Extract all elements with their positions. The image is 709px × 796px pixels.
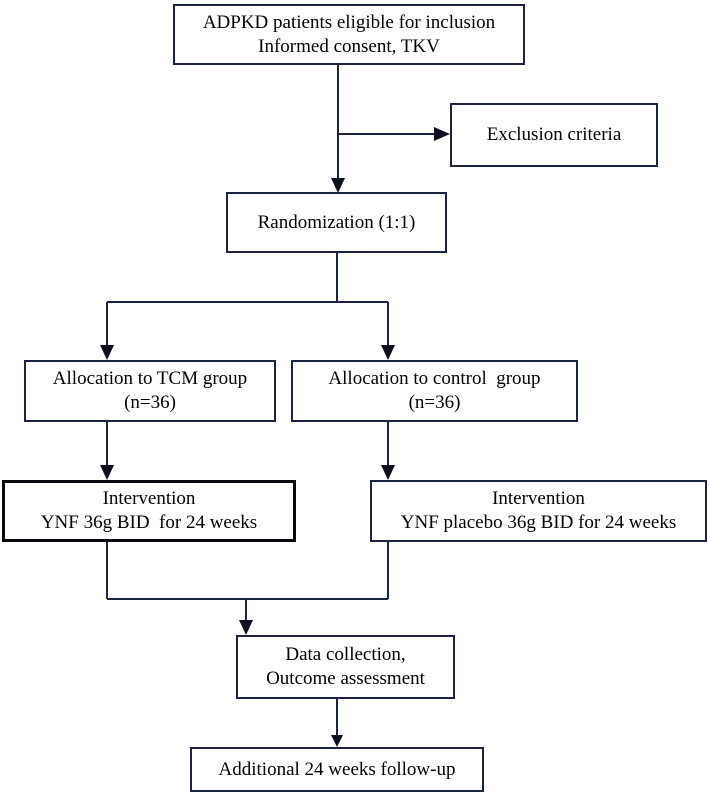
node-intervention-control[interactable]: Intervention YNF placebo 36g BID for 24 … <box>370 480 707 542</box>
node-eligible-line-1: ADPKD patients eligible for inclusion <box>202 11 496 33</box>
node-exclusion-criteria[interactable]: Exclusion criteria <box>450 103 658 167</box>
arrowhead-allocation-control <box>381 345 395 360</box>
node-allocation-tcm-group[interactable]: Allocation to TCM group (n=36) <box>24 360 276 422</box>
node-intervention-control-line-1: Intervention <box>492 488 585 510</box>
node-allocation-control-line-1: Allocation to control group <box>328 368 541 390</box>
node-allocation-control-group[interactable]: Allocation to control group (n=36) <box>291 360 578 422</box>
node-exclusion-line-1: Exclusion criteria <box>486 124 622 146</box>
arrowhead-data-collection <box>239 620 253 635</box>
node-randomization[interactable]: Randomization (1:1) <box>226 192 447 253</box>
node-intervention-tcm-line-2: YNF 36g BID for 24 weeks <box>40 512 258 533</box>
node-allocation-tcm-line-1: Allocation to TCM group <box>52 368 248 390</box>
node-followup-line-1: Additional 24 weeks follow-up <box>218 758 456 780</box>
node-eligible-patients[interactable]: ADPKD patients eligible for inclusion In… <box>173 4 525 65</box>
arrowhead-randomization <box>331 178 345 193</box>
node-intervention-tcm-line-1: Intervention <box>102 488 196 510</box>
arrowhead-intervention-control <box>381 465 395 480</box>
arrowhead-intervention-tcm <box>100 465 114 480</box>
node-intervention-control-line-2: YNF placebo 36g BID for 24 weeks <box>400 512 677 533</box>
node-randomization-line-1: Randomization (1:1) <box>257 211 416 233</box>
node-data-collection[interactable]: Data collection, Outcome assessment <box>236 635 455 699</box>
node-data-collection-line-2: Outcome assessment <box>266 668 425 689</box>
node-allocation-control-line-2: (n=36) <box>408 392 461 413</box>
arrowhead-followup <box>331 735 343 747</box>
node-additional-followup[interactable]: Additional 24 weeks follow-up <box>190 747 484 792</box>
arrowhead-allocation-tcm <box>100 345 114 360</box>
arrowhead-exclusion <box>434 127 450 141</box>
node-allocation-tcm-line-2: (n=36) <box>124 392 176 413</box>
node-intervention-tcm[interactable]: Intervention YNF 36g BID for 24 weeks <box>2 480 296 542</box>
node-eligible-line-2: Informed consent, TKV <box>258 35 440 57</box>
node-data-collection-line-1: Data collection, <box>285 644 406 666</box>
